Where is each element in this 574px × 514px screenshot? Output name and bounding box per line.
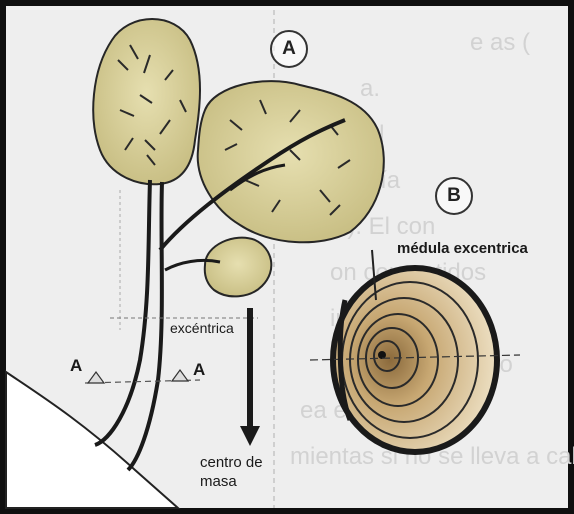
centro-line-1: centro de — [200, 453, 263, 472]
tree-crown-tall — [93, 19, 200, 184]
section-label-right: A — [193, 360, 205, 380]
section-label-left: A — [70, 356, 82, 376]
panel-a-label: A — [270, 30, 308, 68]
centro-de-masa-label: centro de masa — [200, 453, 263, 491]
excentrica-label: excéntrica — [170, 320, 234, 336]
panel-b-label: B — [435, 177, 473, 215]
medula-label: médula excentrica — [397, 240, 528, 257]
centro-line-2: masa — [200, 472, 263, 491]
background-text-line: e as ( — [470, 29, 530, 56]
background-text-line: a. — [360, 75, 380, 102]
tree-crown-small — [205, 238, 272, 297]
